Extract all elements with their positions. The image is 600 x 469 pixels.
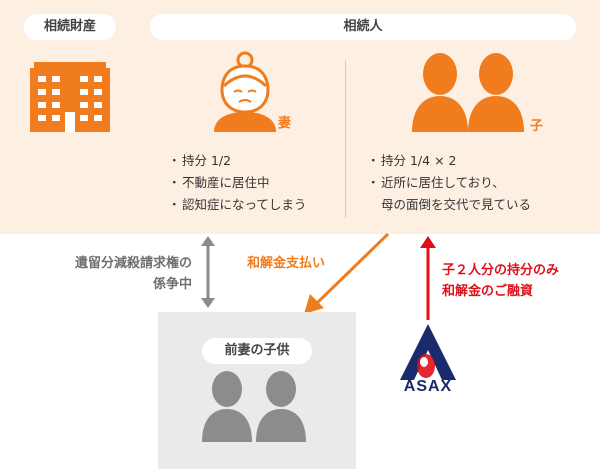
list-item: ・近所に居住しており、 [367,175,505,190]
settlement-label: 和解金支払い [247,256,326,271]
two-people-icon [412,53,524,132]
building-icon [30,62,110,132]
financing-arrow [420,236,436,320]
wife-tag: 妻 [278,116,292,131]
two-people-icon [202,371,306,442]
children-details: ・持分 1/4 × 2 ・近所に居住しており、 母の面倒を交代で見ている [367,150,531,216]
list-item: ・持分 1/4 × 2 [367,153,457,168]
heirs-divider [345,60,346,218]
dispute-double-arrow [201,236,215,308]
ex-wife-children-label: 前妻の子供 [202,338,312,364]
estate-label: 相続財産 [24,14,116,40]
asax-logo-text: ASAX [403,378,453,395]
wife-details: ・持分 1/2 ・不動産に居住中 ・認知症になってしまう [168,150,306,216]
asax-logo-icon [400,324,456,380]
heirs-label: 相続人 [150,14,576,40]
list-item: ・持分 1/2 [168,153,232,168]
list-item: 母の面倒を交代で見ている [381,197,532,212]
children-tag: 子 [530,119,544,134]
settlement-arrow [304,232,390,314]
dispute-text: 遺留分減殺請求権の 係争中 [74,256,192,292]
list-item: ・不動産に居住中 [168,175,270,190]
financing-text: 子２人分の持分のみ 和解金のご融資 [442,263,560,299]
elderly-woman-icon [214,51,276,132]
list-item: ・認知症になってしまう [168,197,307,212]
